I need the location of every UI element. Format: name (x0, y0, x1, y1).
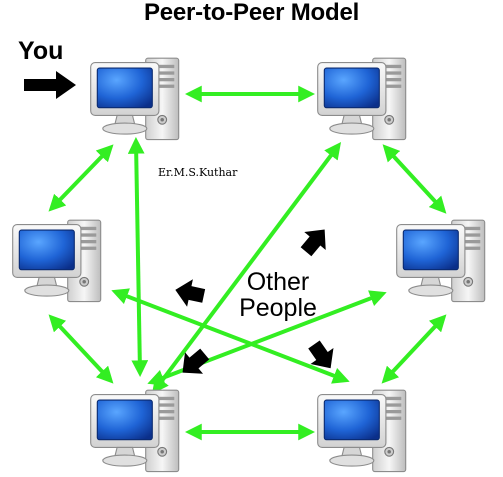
diagram-title: Peer-to-Peer Model (143, 0, 360, 26)
other-people-label: Other People (223, 269, 333, 321)
arrow-icon (308, 340, 334, 369)
arrow-icon (300, 229, 326, 257)
link-top-right-mid-right (382, 144, 447, 214)
other-people-label-line1: Other (246, 268, 310, 296)
computer-you (90, 57, 180, 141)
link-top-left-mid-left (48, 144, 114, 212)
other-people-label-line2: People (239, 294, 317, 322)
you-label: You (18, 37, 64, 65)
link-mid-left-bottom-left (48, 314, 114, 384)
computer-mid-right (396, 219, 486, 303)
author-credit: Er.M.S.Kuthar (158, 166, 238, 179)
computer-top-right (317, 57, 407, 141)
arrow-right-icon (24, 71, 76, 99)
computer-bottom-right (317, 389, 407, 473)
computer-bottom-left (90, 389, 180, 473)
link-top-left-bottom-left (127, 136, 149, 378)
network-links (48, 85, 447, 441)
arrow-icon (175, 279, 206, 307)
link-mid-right-bottom-right (381, 314, 447, 384)
arrow-icon (182, 348, 210, 374)
other-people-arrows (175, 229, 334, 374)
computer-mid-left (12, 219, 102, 303)
